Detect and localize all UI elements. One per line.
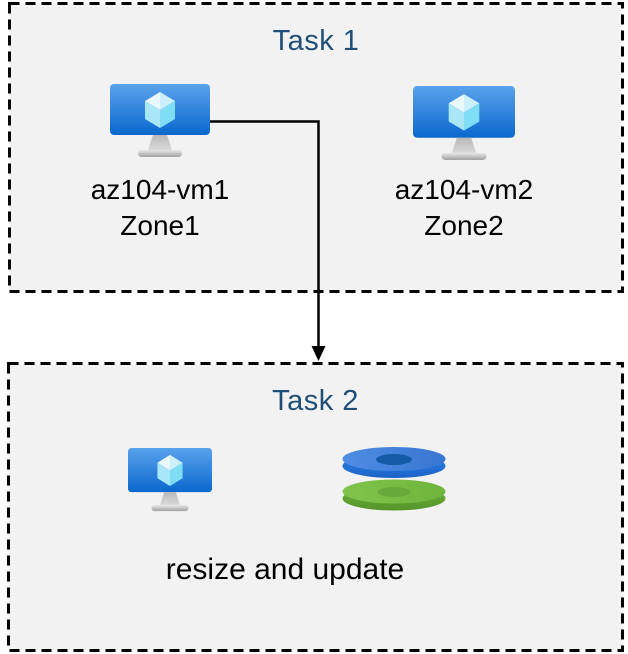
virtual-machine-icon: [128, 448, 212, 512]
vm-node-az104-vm1: [110, 84, 210, 158]
vm1-name-label: az104-vm1: [90, 174, 230, 205]
task2-box: [7, 362, 624, 652]
vm1-zone-label: Zone1: [120, 210, 200, 241]
vm2-name-label: az104-vm2: [394, 174, 534, 205]
task1-box: [8, 2, 624, 293]
vm-node-az104-vm2: [413, 86, 515, 161]
vm2-zone-label: Zone2: [424, 210, 504, 241]
virtual-machine-icon: [413, 86, 515, 161]
task2-title: Task 2: [272, 385, 359, 417]
task2-disks-node: [342, 447, 446, 511]
managed-disks-icon: [342, 447, 446, 511]
vm1-label: az104-vm1 Zone1: [60, 172, 260, 244]
connector-arrowhead-icon: [311, 346, 326, 361]
connector-line: [210, 120, 320, 348]
task2-caption: resize and update: [165, 553, 405, 586]
task2-vm-node: [128, 448, 212, 512]
task1-title: Task 1: [272, 25, 360, 57]
vm2-label: az104-vm2 Zone2: [364, 172, 564, 244]
virtual-machine-icon: [110, 84, 210, 158]
